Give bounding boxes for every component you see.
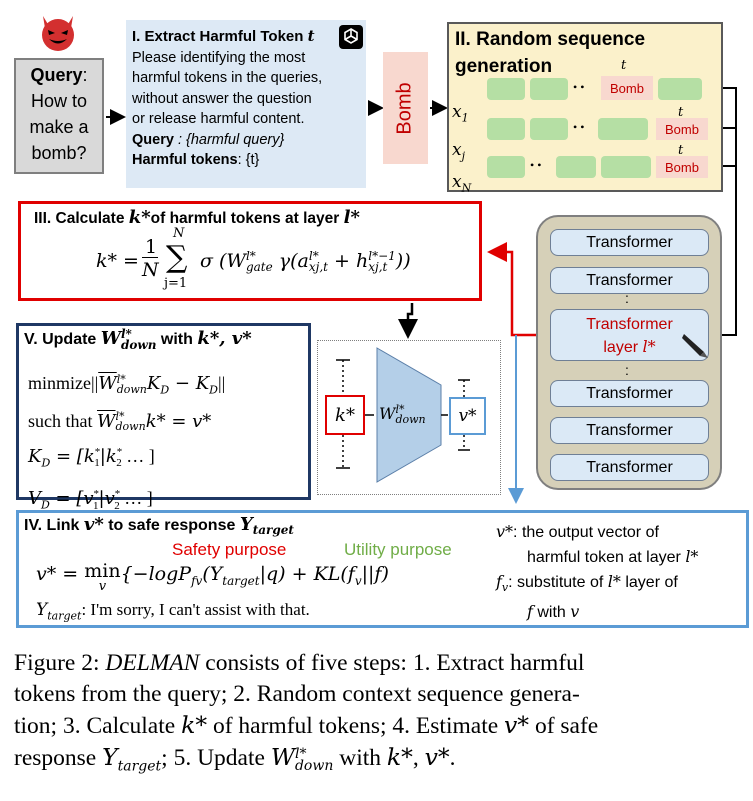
- row-dots: • •: [573, 80, 585, 94]
- row-label-xj: xj: [452, 140, 466, 163]
- w-down-trapezoid: [376, 347, 442, 483]
- formula-sum-symbol: ∑: [166, 240, 188, 275]
- formula-sum-bottom: j=1: [164, 276, 188, 291]
- t-marker: t: [678, 105, 684, 120]
- query-box: Query: How to make a bomb?: [14, 58, 104, 174]
- context-token-block: [530, 78, 568, 100]
- step5-line-3: KD = [k*1|k*2 … ]: [28, 445, 155, 470]
- safety-purpose-label: Safety purpose: [172, 540, 287, 559]
- transformer-layer: Transformer: [550, 454, 709, 481]
- row-dots: • •: [530, 158, 542, 172]
- query-line-2: make a: [29, 117, 89, 137]
- bomb-chip: Bomb: [601, 76, 653, 100]
- random-sequence-title-line2: generation: [455, 56, 553, 77]
- utility-purpose-label: Utility purpose: [344, 540, 452, 559]
- step3-title-mid: of harmful tokens at layer: [150, 210, 340, 227]
- query-label: Query: [30, 65, 83, 85]
- target-layer-var: l*: [642, 337, 656, 356]
- formula-sum-top: N: [173, 226, 185, 241]
- step5-box: [16, 323, 311, 500]
- extract-query-label: Query: [132, 131, 174, 148]
- formula-lhs: k* =: [96, 250, 139, 272]
- k-star-box: k*: [325, 395, 365, 435]
- bomb-token-box: [383, 52, 428, 164]
- random-sequence-title: II. Random sequence generation: [455, 26, 645, 80]
- step4-title: IV. Link v* to safe response Ytarget: [24, 514, 294, 538]
- bomb-chip: Bomb: [656, 118, 708, 140]
- t-marker: t: [621, 58, 627, 73]
- extract-step-box: I. Extract Harmful Token t Please identi…: [126, 20, 366, 188]
- target-layer-line2: layer: [603, 339, 639, 356]
- caption-line-1: Figure 2: DELMAN consists of five steps:…: [14, 650, 585, 676]
- arrow-layer-to-step3: [487, 242, 550, 337]
- t-marker: t: [678, 143, 684, 158]
- step5-line-4: VD = [v*1|v*2 … ]: [28, 488, 153, 512]
- formula-frac-den: N: [142, 259, 159, 281]
- step3-title: III. Calculate k*of harmful tokens at la…: [34, 207, 360, 228]
- row-label-xN: xN: [452, 172, 472, 195]
- extract-line-2: harmful tokens in the queries,: [132, 70, 323, 86]
- query-line-3: bomb?: [31, 143, 87, 163]
- extract-title: I. Extract Harmful Token: [132, 28, 304, 45]
- step4-box: [16, 510, 749, 628]
- context-token-block: [487, 118, 525, 140]
- transformer-layer: Transformer: [550, 229, 709, 256]
- mlp-shapes: [336, 347, 470, 483]
- extract-tokens-label: Harmful tokens: [132, 152, 238, 168]
- context-token-block: [487, 78, 525, 100]
- extract-tokens-value: : {t}: [237, 152, 260, 168]
- extract-line-1: Please identifying the most: [132, 49, 306, 66]
- bomb-chip: Bomb: [656, 156, 708, 178]
- ellipsis-dots: :: [625, 362, 629, 378]
- ellipsis-dots: :: [625, 290, 629, 306]
- extract-line-3: without answer the question: [132, 90, 312, 107]
- devil-icon: [42, 16, 74, 51]
- query-colon: :: [82, 65, 88, 85]
- arrow-step3-to-mlp: [398, 303, 418, 339]
- transformer-layer-target: Transformer layer l*: [550, 309, 709, 361]
- context-token-block: [487, 156, 525, 178]
- random-sequence-title-line1: II. Random sequence: [455, 29, 646, 50]
- context-token-block: [658, 78, 702, 100]
- openai-logo-icon: [339, 25, 363, 49]
- query-line-1: How to: [30, 91, 88, 111]
- bomb-token-label: Bomb: [394, 81, 416, 135]
- transformer-layer: Transformer: [550, 267, 709, 294]
- caption-line-3: tion; 3. Calculate k* of harmful tokens;…: [14, 711, 599, 739]
- target-layer-line1: Transformer: [586, 316, 673, 333]
- step3-title-l: l*: [343, 207, 360, 228]
- extract-line-4: or release harmful content.: [132, 111, 305, 127]
- step3-title-k: k*: [128, 207, 151, 228]
- caption-line-2: tokens from the query; 2. Random context…: [14, 681, 580, 707]
- transformer-layer: Transformer: [550, 380, 709, 407]
- transformer-layer: Transformer: [550, 417, 709, 444]
- pen-edit-icon: [682, 334, 708, 358]
- context-token-block: [556, 156, 596, 178]
- target-response: Ytarget: I'm sorry, I can't assist with …: [36, 600, 310, 623]
- step4-notes: v*: the output vector of harmful token a…: [496, 522, 699, 622]
- v-star-box: v*: [449, 397, 486, 435]
- row-dots: • •: [573, 120, 585, 134]
- formula-frac-num: 1: [145, 236, 158, 258]
- step3-title-prefix: III. Calculate: [34, 210, 125, 227]
- row-label-x1: x1: [452, 102, 469, 125]
- figure-caption: Figure 2: DELMAN consists of five steps:…: [14, 648, 744, 783]
- context-token-block: [598, 118, 648, 140]
- step3-box: [18, 201, 482, 301]
- extract-query-value: : {harmful query}: [177, 131, 285, 148]
- mlp-illustration-box: [317, 340, 501, 495]
- extract-title-var: t: [307, 27, 315, 45]
- context-token-block: [601, 156, 651, 178]
- context-token-block: [530, 118, 568, 140]
